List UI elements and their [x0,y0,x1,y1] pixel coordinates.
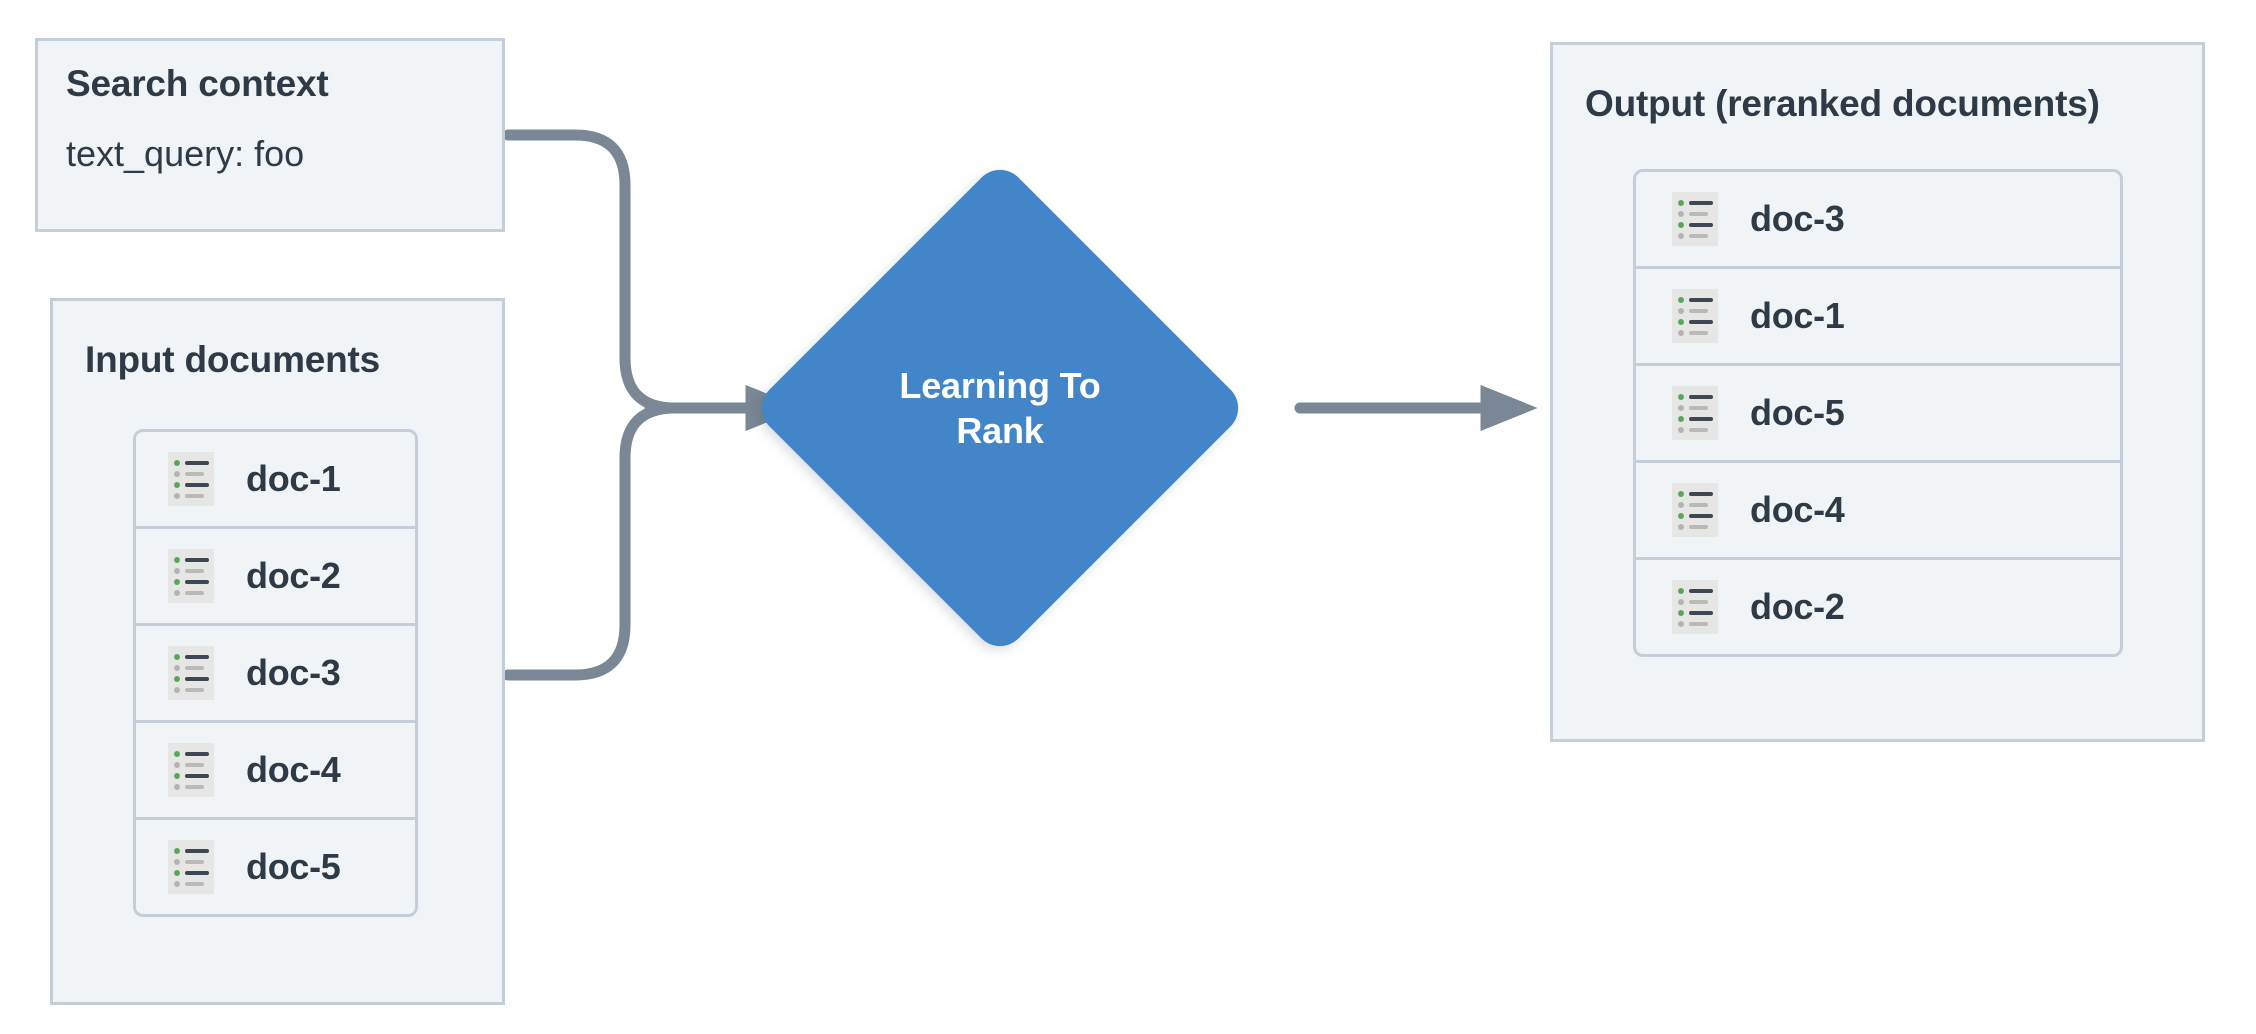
input-document-label: doc-3 [246,652,341,693]
output-document-card[interactable]: doc-3 [1633,169,2123,269]
search-context-title: Search context [66,63,329,104]
input-documents-list: doc-1 doc-2 doc-3 doc-4 doc-5 [133,429,418,917]
input-document-card[interactable]: doc-1 [133,429,418,529]
output-document-label: doc-5 [1750,392,1845,433]
output-document-card[interactable]: doc-4 [1633,460,2123,560]
document-list-icon [168,549,214,603]
document-list-icon [1672,192,1718,246]
input-document-card[interactable]: doc-5 [133,817,418,917]
document-list-icon [168,452,214,506]
input-document-card[interactable]: doc-3 [133,623,418,723]
connector-search-context-to-process [502,129,681,414]
output-document-label: doc-4 [1750,489,1845,530]
output-panel-title: Output (reranked documents) [1585,83,2100,124]
output-document-label: doc-3 [1750,198,1845,239]
document-list-icon [1672,289,1718,343]
input-document-card[interactable]: doc-2 [133,526,418,626]
input-document-label: doc-4 [246,749,341,790]
output-document-card[interactable]: doc-2 [1633,557,2123,657]
input-document-card[interactable]: doc-4 [133,720,418,820]
output-document-label: doc-1 [1750,295,1845,336]
search-context-panel: Search context text_query: foo [35,38,505,232]
output-document-card[interactable]: doc-1 [1633,266,2123,366]
input-document-label: doc-2 [246,555,341,596]
connector-input-documents-to-process [502,402,681,681]
input-document-label: doc-1 [246,458,341,499]
document-list-icon [168,743,214,797]
document-list-icon [1672,483,1718,537]
document-list-icon [168,646,214,700]
input-document-label: doc-5 [246,846,341,887]
search-context-query-value: text_query: foo [66,133,305,174]
learning-to-rank-node[interactable]: Learning To Rank [751,159,1249,657]
output-document-card[interactable]: doc-5 [1633,363,2123,463]
output-documents-list: doc-3 doc-1 doc-5 doc-4 doc-2 [1633,169,2123,657]
document-list-icon [1672,580,1718,634]
input-documents-title: Input documents [85,339,381,380]
process-node-label: Learning To Rank [899,365,1101,451]
document-list-icon [168,840,214,894]
output-document-label: doc-2 [1750,586,1845,627]
document-list-icon [1672,386,1718,440]
